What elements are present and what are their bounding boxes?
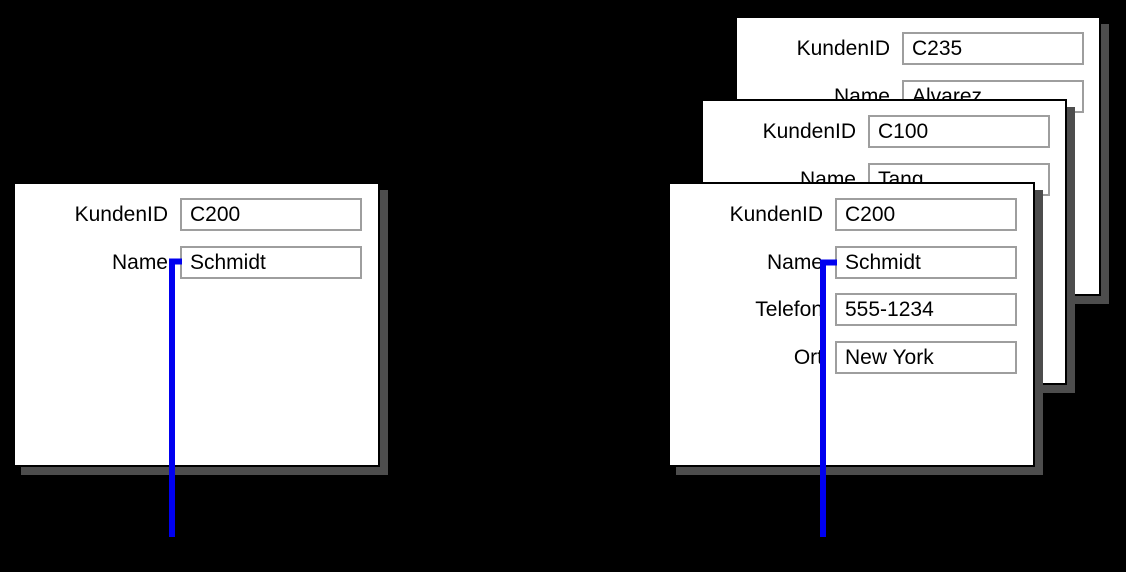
field-row-name: Name Schmidt bbox=[670, 246, 1033, 279]
field-label-ort: Ort bbox=[793, 346, 823, 369]
customer-record-card-front: KundenID C200 Name Schmidt Telefon 555-1… bbox=[668, 182, 1035, 467]
field-row-name: Name Schmidt bbox=[15, 246, 378, 279]
field-label-telefon: Telefon bbox=[755, 298, 823, 321]
field-label-name: Name bbox=[111, 251, 168, 274]
field-row-kundenid: KundenID C200 bbox=[15, 198, 378, 231]
ort-input[interactable]: New York bbox=[835, 341, 1017, 374]
kundenid-input[interactable]: C200 bbox=[835, 198, 1017, 231]
field-row-kundenid: KundenID C100 bbox=[703, 115, 1065, 148]
field-label-name: Name bbox=[766, 251, 823, 274]
field-label-kundenid: KundenID bbox=[74, 203, 168, 226]
kundenid-input[interactable]: C200 bbox=[180, 198, 362, 231]
field-row-telefon: Telefon 555-1234 bbox=[670, 293, 1033, 326]
field-label-kundenid: KundenID bbox=[762, 120, 856, 143]
customer-record-card-single: KundenID C200 Name Schmidt bbox=[13, 182, 380, 467]
field-row-kundenid: KundenID C200 bbox=[670, 198, 1033, 231]
telefon-input[interactable]: 555-1234 bbox=[835, 293, 1017, 326]
field-row-kundenid: KundenID C235 bbox=[737, 32, 1099, 65]
name-input[interactable]: Schmidt bbox=[180, 246, 362, 279]
field-label-kundenid: KundenID bbox=[729, 203, 823, 226]
name-input[interactable]: Schmidt bbox=[835, 246, 1017, 279]
kundenid-input[interactable]: C100 bbox=[868, 115, 1050, 148]
field-label-kundenid: KundenID bbox=[796, 37, 890, 60]
kundenid-input[interactable]: C235 bbox=[902, 32, 1084, 65]
field-row-ort: Ort New York bbox=[670, 341, 1033, 374]
